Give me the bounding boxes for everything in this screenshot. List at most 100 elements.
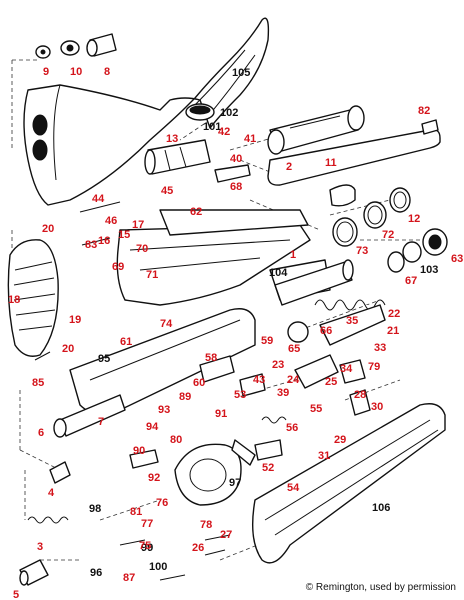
callout-9: 9 (43, 66, 49, 78)
callout-46: 46 (105, 215, 117, 227)
callout-101: 101 (203, 121, 221, 133)
stock-bolt-parts (35, 33, 117, 59)
bolt-assembly (144, 139, 251, 183)
buttstock (23, 17, 270, 206)
callout-4: 4 (48, 487, 55, 499)
callout-90: 90 (133, 445, 145, 457)
callout-27: 27 (220, 529, 232, 541)
action-parts (129, 304, 386, 469)
callout-61: 61 (120, 336, 132, 348)
callout-76: 76 (156, 497, 168, 509)
callout-20: 20 (42, 223, 54, 235)
callout-2: 2 (286, 161, 292, 173)
callout-16: 16 (98, 235, 110, 247)
barrel (267, 105, 441, 207)
callout-33: 33 (374, 342, 386, 354)
callout-74: 74 (160, 318, 173, 330)
butt-plate (7, 239, 59, 357)
callout-65: 65 (288, 343, 300, 355)
callout-13: 13 (166, 133, 178, 145)
callout-67: 67 (405, 275, 417, 287)
callout-26: 26 (192, 542, 204, 554)
callout-23: 23 (272, 359, 284, 371)
callout-69: 69 (112, 261, 124, 273)
callout-58: 58 (205, 352, 217, 364)
callout-71: 71 (146, 269, 158, 281)
callout-40: 40 (230, 153, 242, 165)
callout-28: 28 (354, 389, 366, 401)
callout-15: 15 (118, 229, 130, 241)
callout-6: 6 (38, 427, 44, 439)
callout-5: 5 (13, 589, 19, 600)
callout-52: 52 (262, 462, 274, 474)
callout-96: 96 (90, 567, 102, 579)
callout-10: 10 (70, 66, 82, 78)
callout-98: 98 (89, 503, 101, 515)
callout-42: 42 (218, 126, 230, 138)
callout-1: 1 (290, 249, 296, 261)
callout-39: 39 (277, 387, 289, 399)
copyright-credit: © Remington, used by permission (305, 582, 456, 593)
callout-100: 100 (149, 561, 167, 573)
callout-82: 82 (418, 105, 430, 117)
callout-44: 44 (92, 193, 105, 205)
callout-105: 105 (232, 67, 250, 79)
callout-54: 54 (287, 482, 300, 494)
callout-53: 53 (234, 389, 246, 401)
callout-19: 19 (69, 314, 81, 326)
callout-72: 72 (382, 229, 394, 241)
callout-45: 45 (161, 185, 173, 197)
callout-60: 60 (193, 377, 205, 389)
callout-83: 83 (85, 239, 97, 251)
callout-8: 8 (104, 66, 110, 78)
forend (252, 403, 446, 564)
callout-75: 75 (139, 540, 151, 552)
pins (34, 201, 231, 581)
magazine-rings (332, 187, 448, 273)
callout-106: 106 (372, 502, 390, 514)
callout-12: 12 (408, 213, 420, 225)
callout-30: 30 (371, 401, 383, 413)
callout-102: 102 (220, 107, 238, 119)
callout-80: 80 (170, 434, 182, 446)
callout-35: 35 (346, 315, 358, 327)
callout-22: 22 (388, 308, 400, 320)
callout-92: 92 (148, 472, 160, 484)
spring-and-plug (19, 461, 71, 586)
callout-3: 3 (37, 541, 43, 553)
callout-17: 17 (132, 219, 144, 231)
callout-55: 55 (310, 403, 322, 415)
grip-cap (185, 103, 215, 121)
magazine-tube (274, 259, 354, 306)
callout-89: 89 (179, 391, 191, 403)
callout-43: 43 (253, 374, 265, 386)
callout-91: 91 (215, 408, 227, 420)
callout-24: 24 (287, 374, 300, 386)
callout-11: 11 (325, 157, 337, 169)
callout-18: 18 (8, 294, 20, 306)
callout-79: 79 (368, 361, 380, 373)
callout-31: 31 (318, 450, 330, 462)
callout-20: 20 (62, 343, 74, 355)
callout-104: 104 (269, 267, 288, 279)
callout-95: 95 (98, 353, 110, 365)
callout-56: 56 (286, 422, 298, 434)
callout-21: 21 (387, 325, 399, 337)
callout-85: 85 (32, 377, 44, 389)
callout-29: 29 (334, 434, 346, 446)
callout-62: 62 (190, 206, 202, 218)
callout-25: 25 (325, 376, 337, 388)
callout-78: 78 (200, 519, 212, 531)
callout-97: 97 (229, 477, 241, 489)
callout-93: 93 (158, 404, 170, 416)
callout-68: 68 (230, 181, 242, 193)
callout-7: 7 (98, 416, 104, 428)
callout-59: 59 (261, 335, 273, 347)
callout-70: 70 (136, 243, 148, 255)
trigger-guard (174, 439, 256, 506)
callout-63: 63 (451, 253, 463, 265)
callout-77: 77 (141, 518, 153, 530)
trigger-plate (53, 308, 256, 438)
